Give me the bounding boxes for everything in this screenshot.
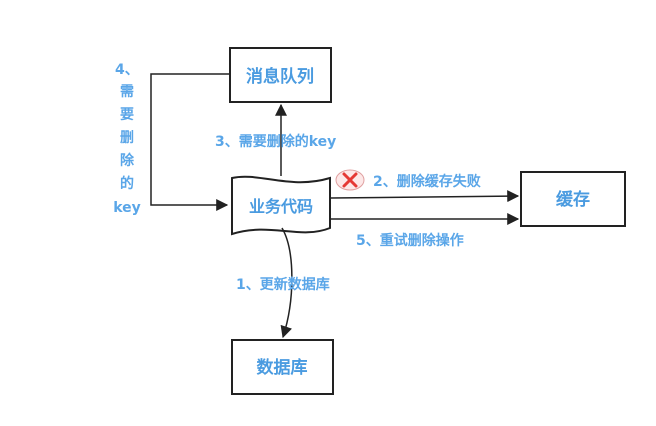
step4-char: 删: [120, 130, 134, 146]
cache-label: 缓存: [556, 189, 590, 210]
step4-number: 4、: [115, 62, 139, 78]
cache-node: 缓存: [520, 171, 626, 227]
step4-key: key: [113, 200, 141, 216]
step3-label: 3、需要删除的key: [215, 133, 336, 150]
step4-char: 除: [120, 152, 135, 169]
arrow-step4: [150, 73, 229, 211]
step4-label: 4、 需 要 删 除 的 key: [113, 62, 141, 216]
arrow-step2: [330, 190, 520, 203]
step4-char: 要: [120, 107, 134, 123]
step2-label: 2、删除缓存失败: [373, 173, 482, 190]
message-queue-node: 消息队列: [229, 47, 332, 103]
step4-char: 的: [120, 175, 134, 192]
step1-label: 1、更新数据库: [236, 276, 330, 293]
database-node: 数据库: [231, 339, 334, 395]
message-queue-label: 消息队列: [246, 66, 314, 87]
business-code-label: 业务代码: [249, 197, 313, 216]
database-label: 数据库: [257, 357, 308, 378]
step4-char: 需: [120, 83, 134, 100]
arrow-step1: [280, 227, 293, 339]
step5-label: 5、重试删除操作: [356, 232, 464, 249]
cross-fail-icon: [335, 169, 365, 191]
business-code-node: 业务代码: [231, 175, 331, 236]
